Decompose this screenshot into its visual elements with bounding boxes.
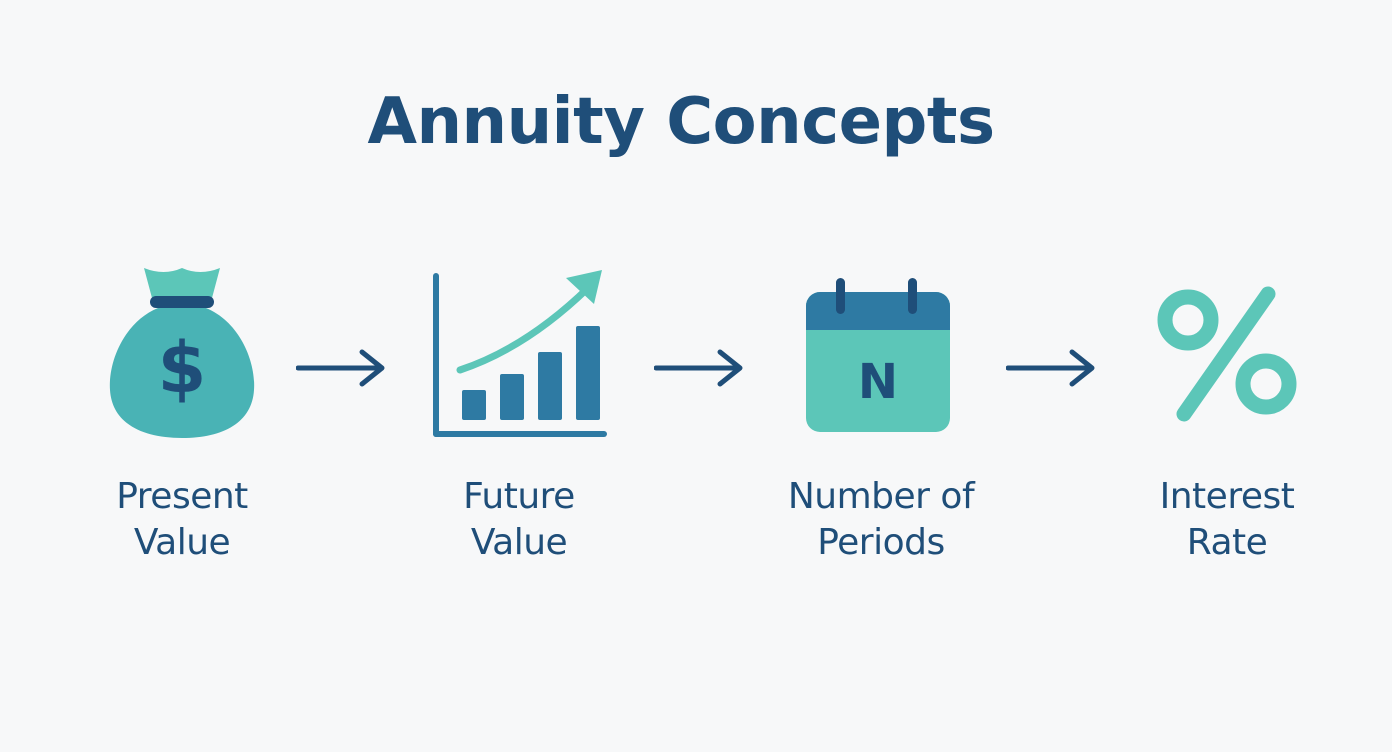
page-title: Annuity Concepts [367, 85, 995, 159]
calendar-icon: N [806, 278, 950, 432]
calendar-letter: N [858, 354, 898, 410]
step-label-number-of-periods: Number of Periods [787, 476, 975, 563]
right-arrow-icon [654, 349, 743, 387]
step-label-future-value: Future Value [463, 476, 575, 563]
svg-text:$: $ [158, 327, 207, 409]
step-label-interest-rate: Interest Rate [1159, 476, 1295, 563]
growth-chart-icon [433, 270, 607, 437]
step-label-present-value: Present Value [116, 476, 248, 563]
money-bag-icon: $ [109, 268, 255, 438]
right-arrow-icon [296, 349, 385, 387]
right-arrow-icon [1006, 349, 1095, 387]
percent-icon [1157, 286, 1297, 422]
